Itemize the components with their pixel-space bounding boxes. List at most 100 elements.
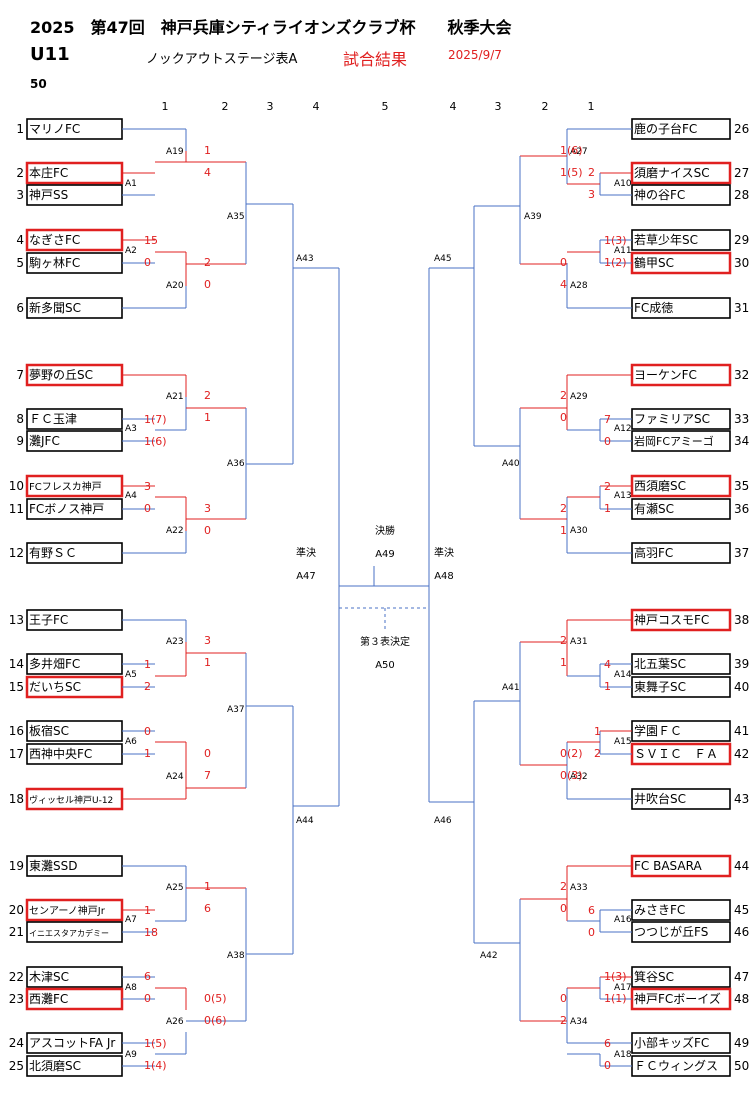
score-label: 2	[560, 880, 567, 893]
match-code: A34	[570, 1017, 588, 1027]
team-name: ＦＣウィングス	[634, 1059, 718, 1073]
score-label: 1(3)	[604, 234, 627, 247]
team-name: ファミリアSC	[634, 412, 710, 426]
score-label: 0(5)	[204, 992, 227, 1005]
team-number: 22	[9, 970, 24, 984]
match-code: A1	[125, 179, 137, 189]
score-label: 0	[560, 902, 567, 915]
score-label: 0	[560, 411, 567, 424]
team-name: イニエスタアカデミー	[29, 928, 109, 938]
score-label: 0	[560, 992, 567, 1005]
score-label: 2	[204, 256, 211, 269]
team-number: 47	[734, 970, 749, 984]
team-name: FCフレスカ神戸	[29, 480, 102, 493]
team-name: 神戸FCボーイズ	[634, 991, 721, 1006]
team-number: 25	[9, 1059, 24, 1073]
team-number: 16	[9, 724, 24, 738]
match-code: A21	[166, 392, 184, 402]
team-number: 27	[734, 166, 749, 180]
team-number: 10	[9, 479, 24, 493]
team-number: 13	[9, 613, 24, 627]
round-label: 3	[495, 100, 502, 113]
team-number: 20	[9, 903, 24, 917]
score-label: 3	[144, 480, 151, 493]
team-name: 多井畑FC	[29, 657, 80, 671]
round-label: 2	[222, 100, 229, 113]
category-label: U11	[30, 44, 70, 65]
score-label: 0	[604, 1059, 611, 1072]
match-code: A47	[296, 571, 316, 582]
team-number: 28	[734, 188, 749, 202]
team-count: 50	[30, 77, 47, 91]
match-code: A50	[375, 660, 395, 671]
match-code: A18	[614, 1050, 632, 1060]
team-number: 34	[734, 434, 749, 448]
team-name: センアーノ神戸Jr	[29, 904, 106, 917]
match-code: A39	[524, 212, 542, 222]
score-label: 1(4)	[144, 1059, 167, 1072]
match-code: A7	[125, 915, 137, 925]
team-number: 11	[9, 502, 24, 516]
team-name: 木津SC	[29, 970, 69, 984]
match-code: A5	[125, 670, 137, 680]
team-number: 43	[734, 792, 749, 806]
score-label: 0(3)	[560, 769, 583, 782]
match-code: A16	[614, 915, 632, 925]
score-label: 2	[594, 747, 601, 760]
tournament-title: 2025 第47回 神戸兵庫シティライオンズクラブ杯 秋季大会	[30, 18, 512, 37]
score-label: 2	[204, 389, 211, 402]
score-label: 2	[560, 502, 567, 515]
team-number: 12	[9, 546, 24, 560]
team-name: 小部キッズFC	[634, 1035, 709, 1050]
team-number: 50	[734, 1059, 749, 1073]
team-number: 15	[9, 680, 24, 694]
score-label: 1(2)	[604, 256, 627, 269]
semifinal-label: 準決	[434, 546, 454, 559]
score-label: 1	[204, 656, 211, 669]
team-number: 7	[16, 368, 24, 382]
third-place-label: 第３表決定	[360, 635, 410, 648]
team-number: 33	[734, 412, 749, 426]
score-label: 0	[144, 725, 151, 738]
score-label: 1	[604, 680, 611, 693]
match-code: A8	[125, 983, 137, 993]
score-label: 1(3)	[604, 970, 627, 983]
stage-label: ノックアウトステージ表A	[146, 52, 298, 67]
team-number: 38	[734, 613, 749, 627]
score-label: 4	[204, 166, 211, 179]
team-name: 西須磨SC	[634, 479, 686, 493]
match-code: A27	[570, 147, 588, 157]
match-code: A4	[125, 491, 137, 501]
team-number: 9	[16, 434, 24, 448]
team-number: 17	[9, 747, 24, 761]
team-number: 36	[734, 502, 749, 516]
match-code: A42	[480, 951, 498, 961]
team-name: なぎさFC	[29, 233, 80, 247]
team-number: 19	[9, 859, 24, 873]
match-code: A14	[614, 670, 632, 680]
team-number: 42	[734, 747, 749, 761]
score-label: 1	[560, 524, 567, 537]
team-name: つつじが丘FS	[634, 924, 708, 939]
team-number: 18	[9, 792, 24, 806]
team-number: 6	[16, 301, 24, 315]
team-name: 東灘SSD	[29, 859, 77, 873]
team-name: 王子FC	[29, 613, 68, 627]
team-name: ＦＣ玉津	[29, 412, 77, 426]
team-number: 39	[734, 657, 749, 671]
score-label: 1	[144, 904, 151, 917]
match-code: A3	[125, 424, 137, 434]
team-number: 29	[734, 233, 749, 247]
team-number: 23	[9, 992, 24, 1006]
team-number: 49	[734, 1036, 749, 1050]
score-label: 2	[560, 634, 567, 647]
score-label: 6	[144, 970, 151, 983]
team-name: FCボノス神戸	[29, 502, 104, 516]
team-number: 30	[734, 256, 749, 270]
match-code: A44	[296, 816, 314, 826]
score-label: 4	[560, 278, 567, 291]
score-label: 1	[204, 144, 211, 157]
score-label: 1	[594, 725, 601, 738]
match-code: A15	[614, 737, 632, 747]
match-code: A36	[227, 459, 245, 469]
